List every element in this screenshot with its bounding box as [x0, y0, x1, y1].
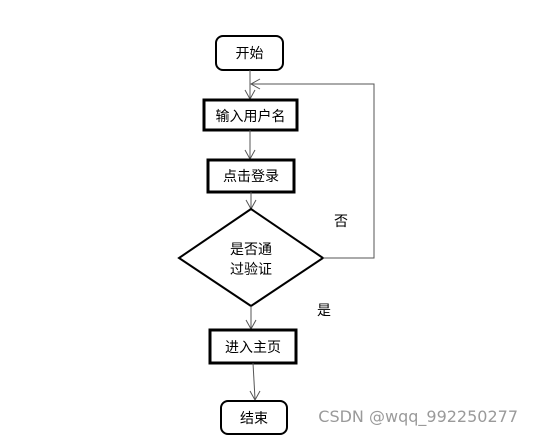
end-label: 结束: [240, 411, 268, 427]
decision-label-line2: 过验证: [230, 262, 272, 278]
start-node: 开始: [215, 35, 284, 71]
arrow-input-to-login: [244, 130, 256, 161]
arrow-login-to-decision: [245, 192, 257, 211]
decision-label-line1: 是否通: [230, 242, 272, 258]
input-username-label: 输入用户名: [216, 108, 286, 125]
start-label: 开始: [236, 46, 264, 62]
arrow-no-loop: [249, 78, 375, 259]
enter-home-label: 进入主页: [225, 340, 281, 356]
enter-home-node: 进入主页: [208, 328, 298, 365]
yes-label: 是: [317, 303, 331, 319]
arrow-yes-to-home: [245, 306, 257, 331]
end-node: 结束: [220, 400, 288, 435]
decision-node: 是否通 过验证: [177, 207, 325, 308]
watermark-text: CSDN @wqq_992250277: [318, 407, 518, 427]
arrow-home-to-end: [249, 362, 261, 402]
click-login-node: 点击登录: [206, 158, 296, 194]
click-login-label: 点击登录: [223, 169, 279, 185]
input-username-node: 输入用户名: [202, 98, 299, 132]
no-label: 否: [334, 214, 348, 230]
